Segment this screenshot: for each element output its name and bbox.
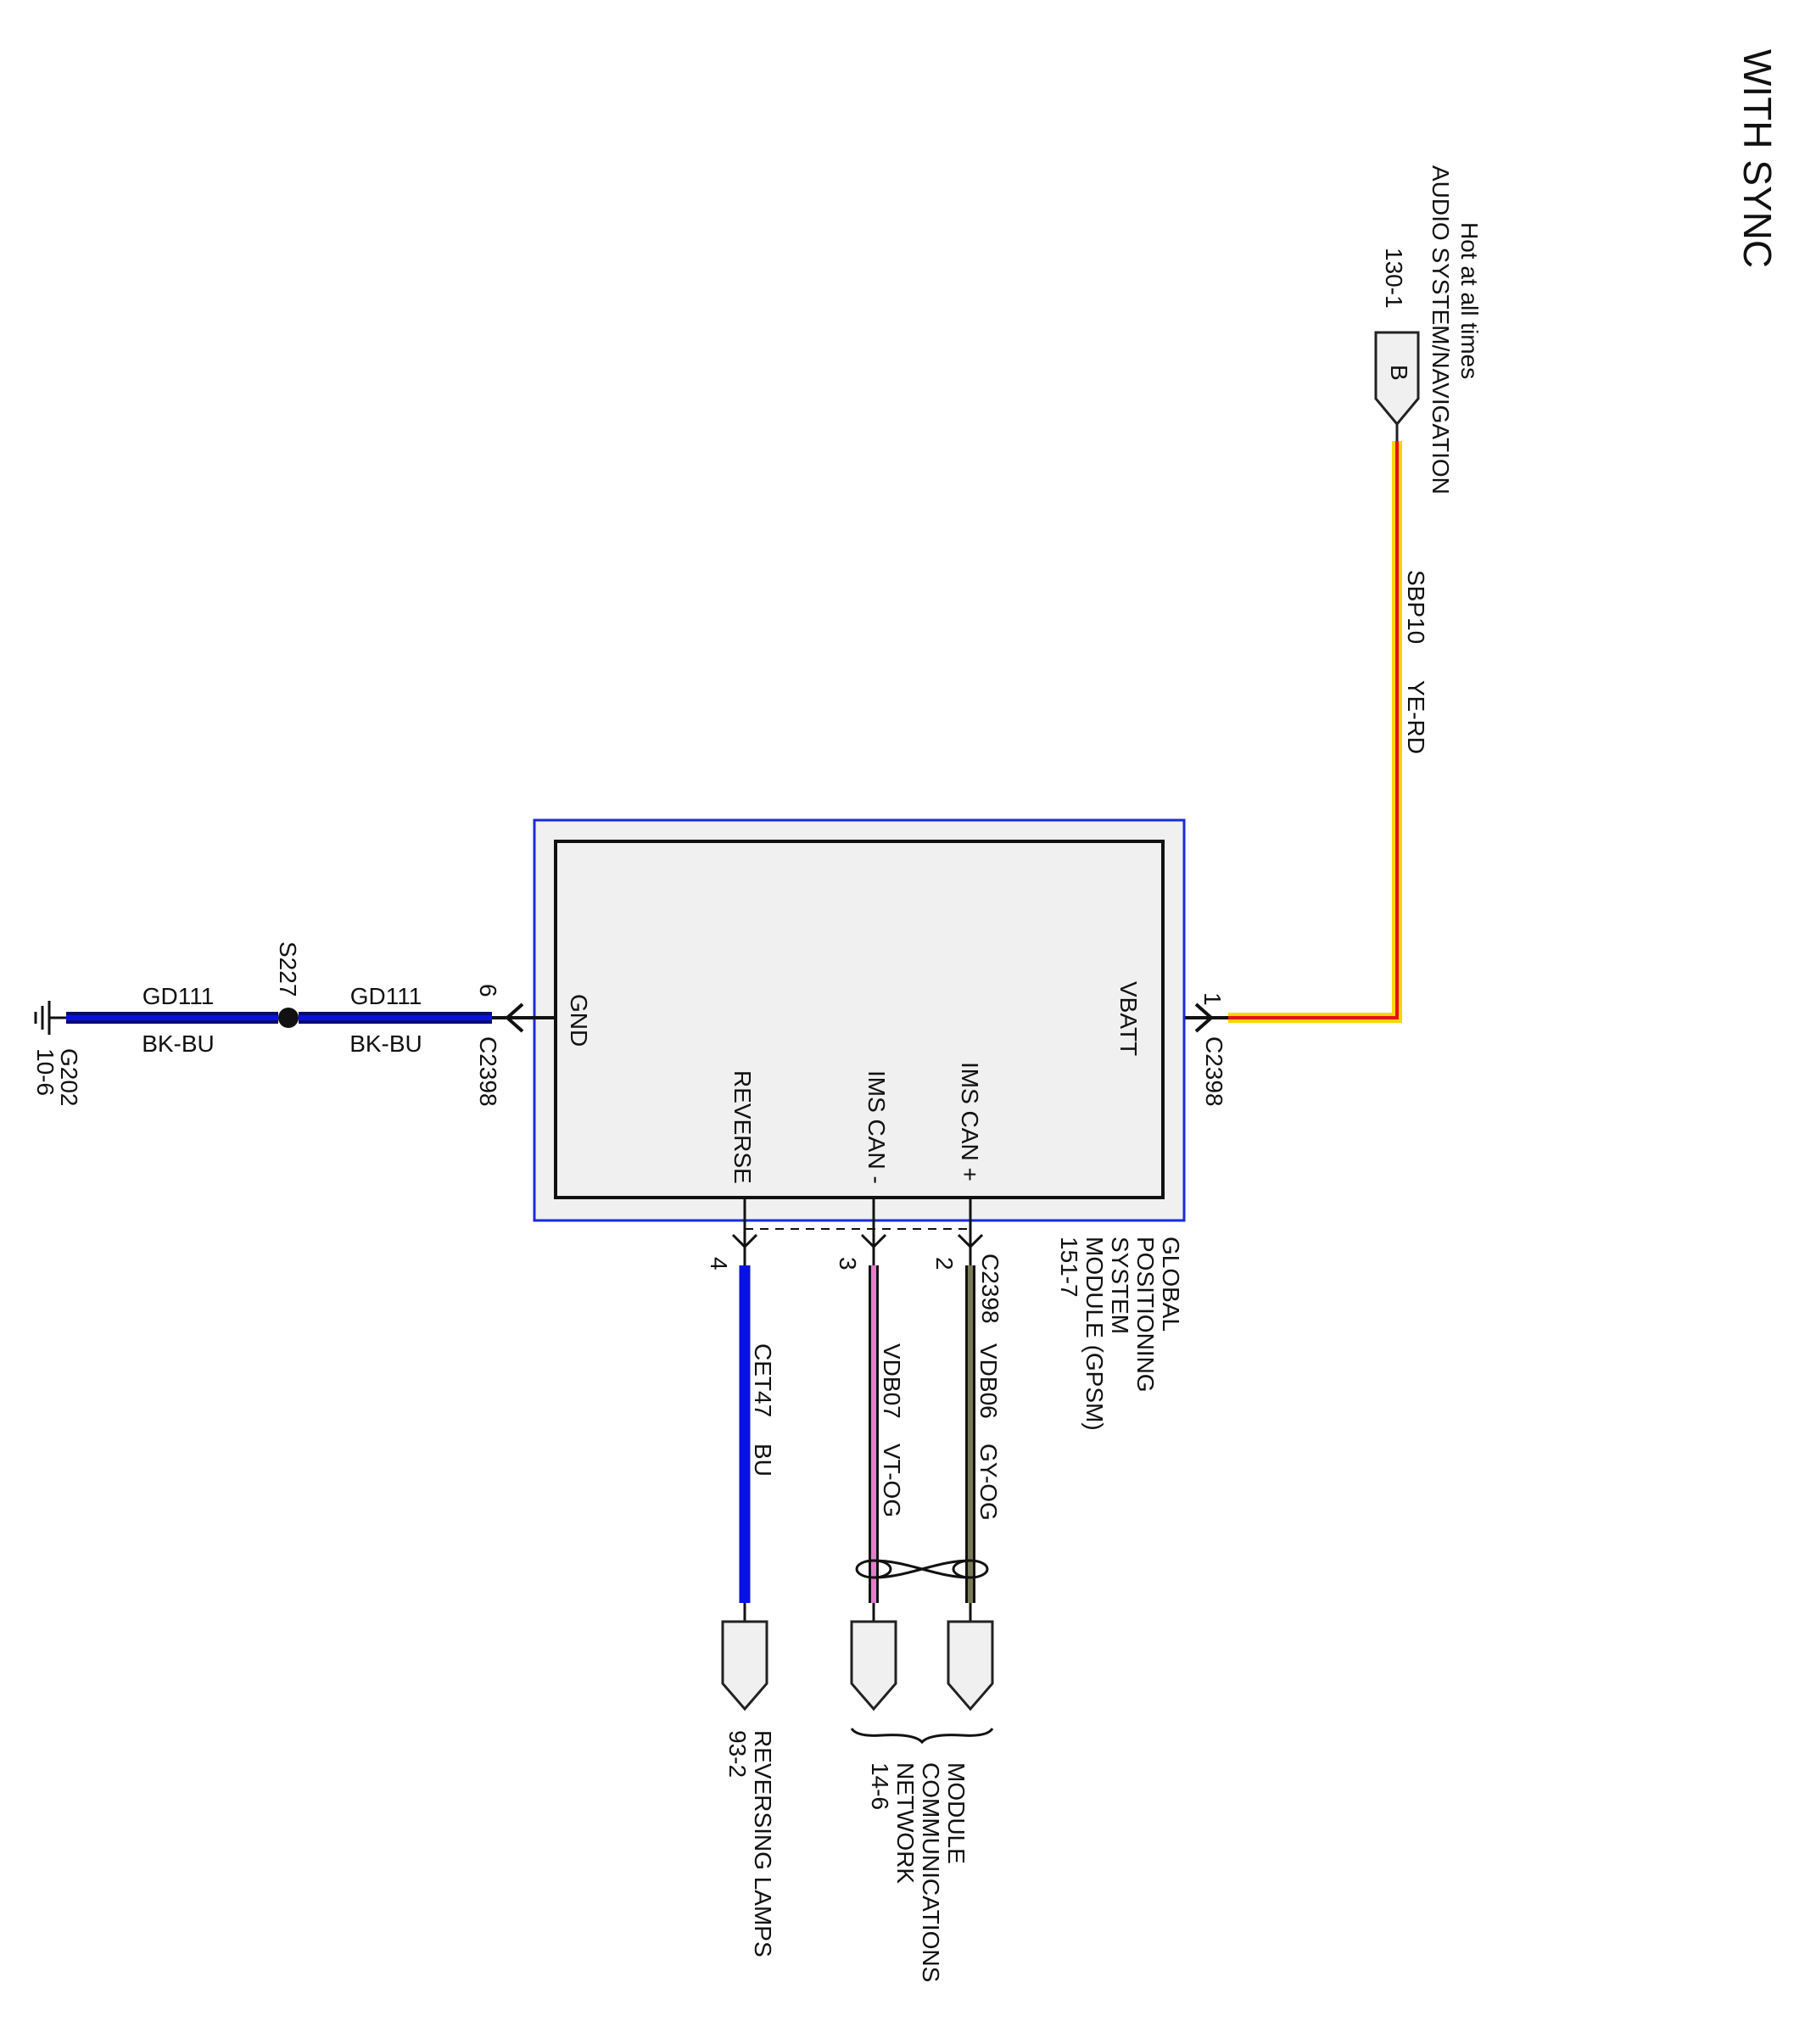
gnd-pin-number: 6 xyxy=(475,984,501,997)
vbatt-connector: C2398 xyxy=(1201,1036,1227,1107)
can-plus-terminal xyxy=(957,1198,984,1265)
splice-label: S227 xyxy=(275,941,301,997)
power-source-line-1: Hot at all times xyxy=(1456,222,1483,379)
splice-point xyxy=(278,1008,299,1028)
reverse-wire-color: BU xyxy=(750,1444,776,1477)
can-minus-wire-circuit: VDB07 xyxy=(879,1343,905,1419)
ground-wire-2-color: BK-BU xyxy=(349,1030,422,1057)
module-name-line-4: MODULE (GPSM) xyxy=(1081,1237,1108,1431)
network-dest-line-2: COMMUNICATIONS xyxy=(918,1762,944,1982)
can-minus-destination-connector xyxy=(850,1620,897,1712)
network-dest-line-1: MODULE xyxy=(943,1762,970,1864)
module-name-line-2: POSITIONING xyxy=(1132,1237,1159,1393)
ground-wire-2-circuit: GD111 xyxy=(350,983,422,1009)
power-wire-color: YE-RD xyxy=(1403,680,1429,754)
twisted-pair-symbol xyxy=(855,1559,989,1579)
pin-label-can-minus: IMS CAN - xyxy=(863,1070,890,1184)
power-source-connector: B xyxy=(1374,331,1420,427)
gnd-connector: C2398 xyxy=(475,1036,501,1107)
module-name-line-5: 151-7 xyxy=(1056,1237,1082,1298)
reversing-dest-line-2: 93-2 xyxy=(724,1730,751,1778)
ground-point-label: G202 xyxy=(56,1048,82,1107)
network-brace xyxy=(850,1728,994,1745)
pin-label-can-plus: IMS CAN + xyxy=(957,1062,983,1181)
power-connector-letter: B xyxy=(1386,365,1412,381)
bottom-connector-label: C2398 xyxy=(977,1254,1003,1324)
can-plus-wire-color: GY-OG xyxy=(975,1444,1002,1521)
vbatt-pin-number: 1 xyxy=(1199,992,1226,1006)
pin-label-reverse: REVERSE xyxy=(729,1070,756,1184)
module-name-line-3: SYSTEM xyxy=(1107,1237,1133,1334)
gpsm-module xyxy=(533,818,1186,1222)
can-plus-destination-connector xyxy=(947,1620,994,1712)
ground-page-ref: 10-6 xyxy=(32,1048,59,1096)
can-minus-wire-color: VT-OG xyxy=(879,1444,905,1517)
ground-symbol xyxy=(34,1001,66,1035)
power-source-line-3: 130-1 xyxy=(1381,248,1407,309)
can-plus-pin-number: 2 xyxy=(931,1257,958,1271)
reversing-dest-line-1: REVERSING LAMPS xyxy=(750,1730,776,1957)
pin-label-gnd: GND xyxy=(566,994,592,1047)
can-plus-wire-circuit: VDB06 xyxy=(975,1343,1002,1419)
network-dest-line-3: NETWORK xyxy=(892,1762,919,1884)
power-source-line-2: AUDIO SYSTEM/NAVIGATION xyxy=(1428,165,1454,494)
reverse-pin-number: 4 xyxy=(706,1257,732,1271)
gnd-terminal xyxy=(492,1002,556,1033)
ground-wire-1-color: BK-BU xyxy=(142,1030,215,1057)
reverse-terminal xyxy=(731,1198,758,1265)
reverse-wire-circuit: CET47 xyxy=(750,1343,776,1417)
power-wire-circuit: SBP10 xyxy=(1403,570,1429,644)
pin-label-vbatt: VBATT xyxy=(1115,981,1142,1056)
diagram-title: WITH SYNC xyxy=(1735,49,1780,268)
can-minus-terminal xyxy=(860,1198,887,1265)
can-minus-pin-number: 3 xyxy=(835,1257,861,1271)
reverse-destination-connector xyxy=(721,1620,768,1712)
power-wire xyxy=(1228,424,1402,1023)
ground-wire-1-circuit: GD111 xyxy=(142,983,215,1009)
network-dest-line-4: 14-6 xyxy=(867,1762,893,1810)
module-name-line-1: GLOBAL xyxy=(1158,1237,1184,1332)
